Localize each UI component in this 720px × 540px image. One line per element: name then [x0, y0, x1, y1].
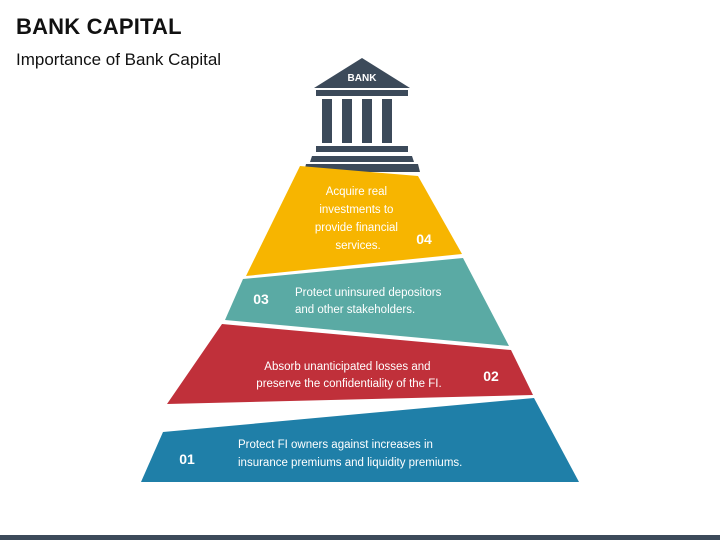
footer-bar — [0, 535, 720, 540]
page-subtitle: Importance of Bank Capital — [16, 50, 222, 69]
level-01-description: Protect FI owners against increases in i… — [238, 439, 462, 469]
pyramid-level-04: Acquire real investments to provide fina… — [246, 166, 462, 276]
level-04-description: Acquire real investments to provide fina… — [315, 186, 401, 252]
level-01-number: 01 — [179, 451, 195, 467]
level-03-description: Protect uninsured depositors and other s… — [295, 287, 445, 316]
level-02-description: Absorb unanticipated losses and preserve… — [256, 361, 441, 390]
pyramid-level-01: Protect FI owners against increases in i… — [141, 398, 579, 482]
level-03-number: 03 — [253, 291, 269, 307]
bank-icon-label: BANK — [348, 73, 378, 84]
pyramid-level-02: Absorb unanticipated losses and preserve… — [167, 324, 533, 404]
level-04-number: 04 — [416, 231, 432, 247]
page-title: BANK CAPITAL — [16, 14, 182, 39]
pyramid-level-03: Protect uninsured depositors and other s… — [225, 258, 509, 346]
bank-building-icon: BANK — [304, 58, 420, 172]
level-02-number: 02 — [483, 368, 499, 384]
